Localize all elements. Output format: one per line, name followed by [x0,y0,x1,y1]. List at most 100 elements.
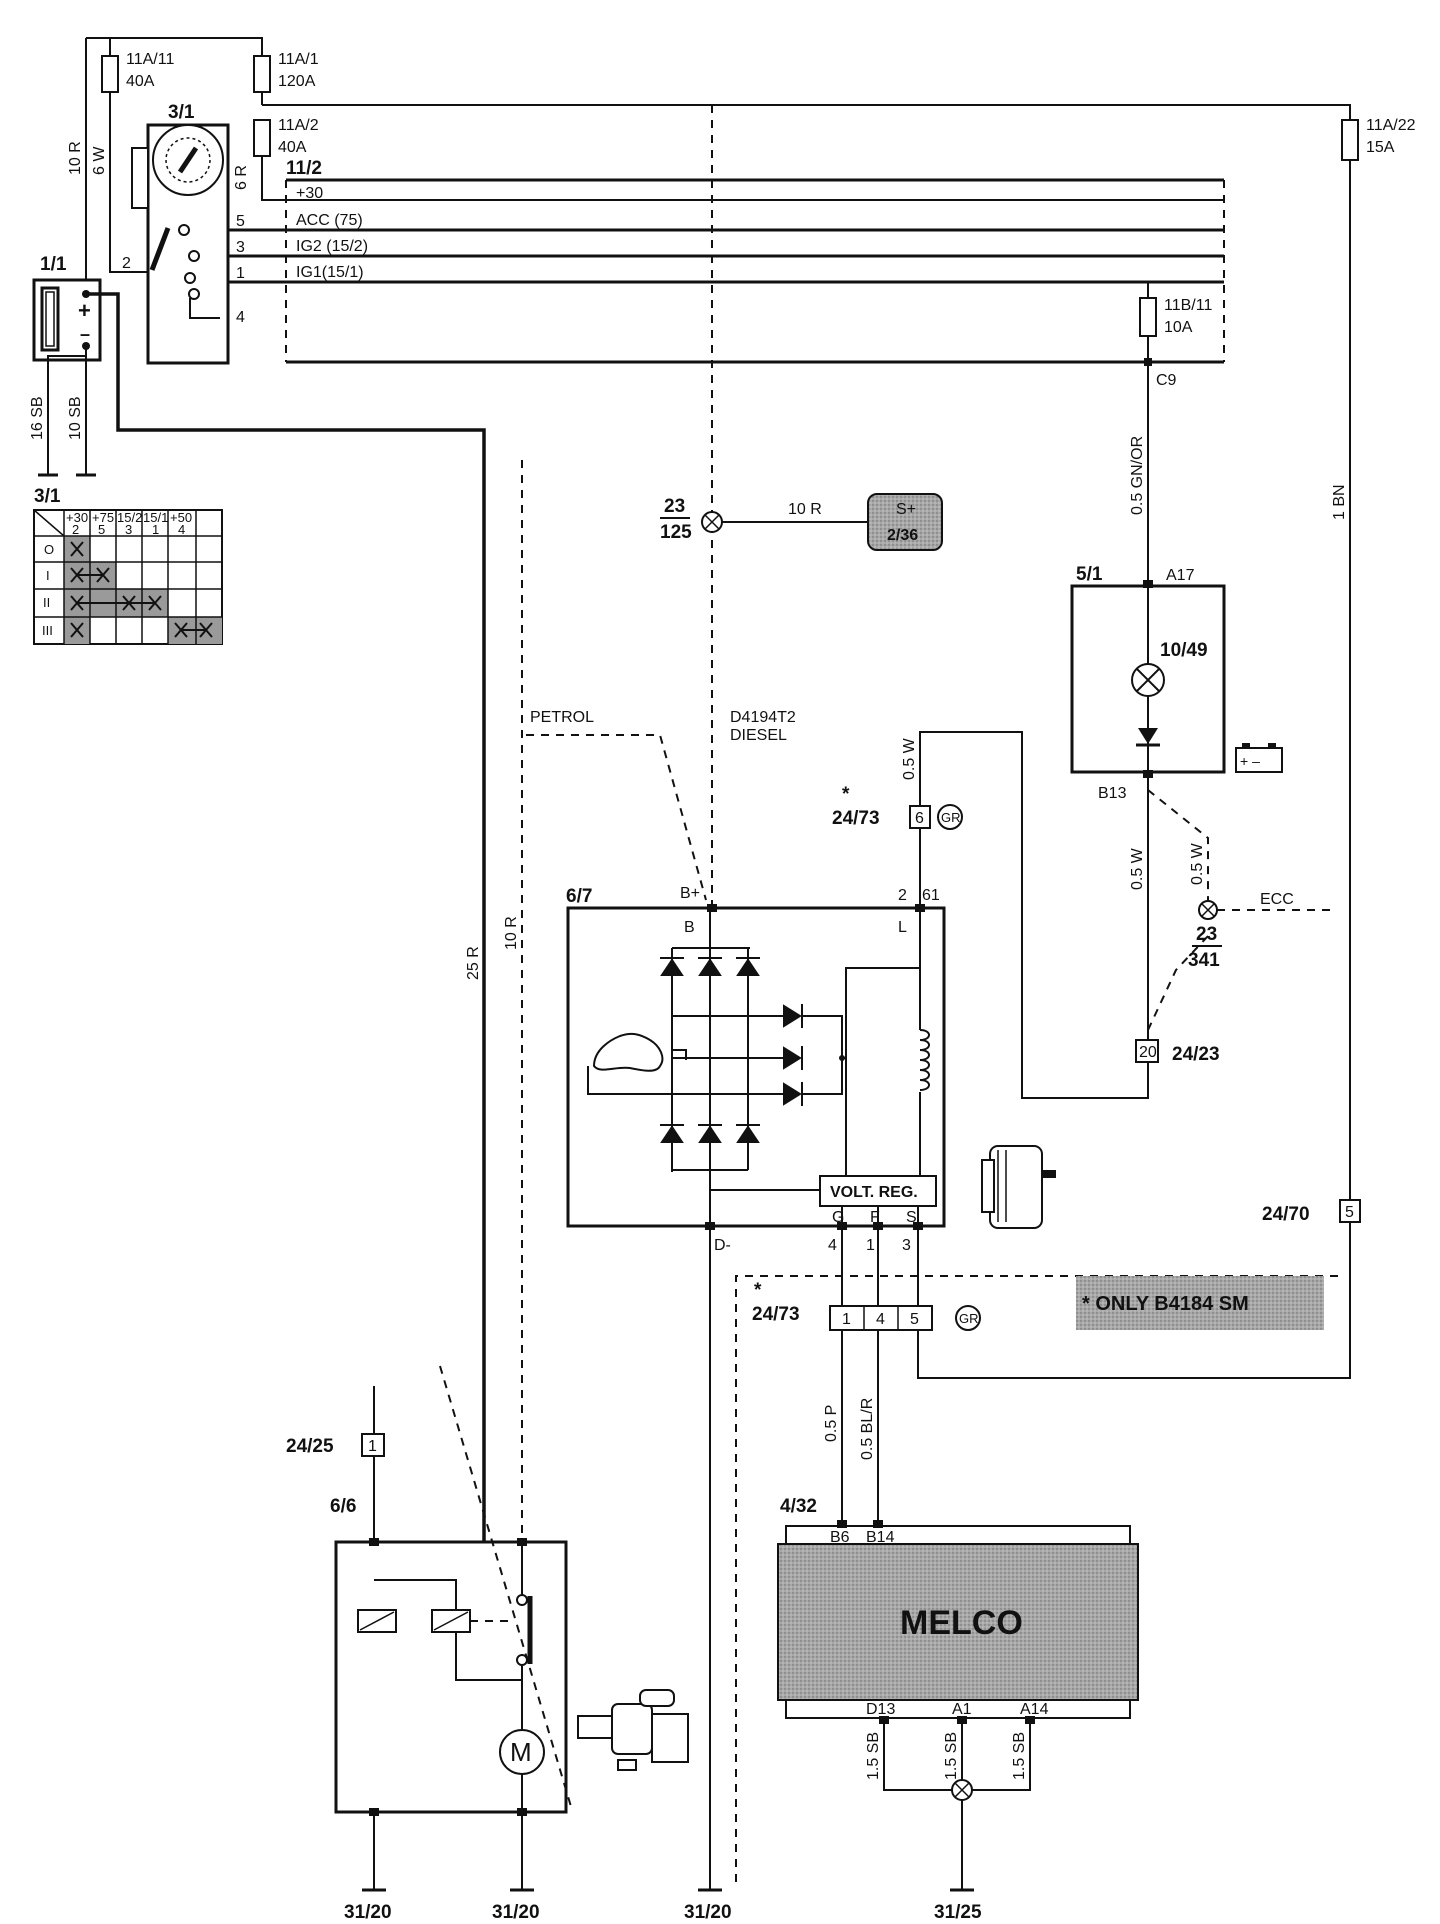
starter-pictogram [577,1689,689,1771]
connector-2473-bot-pin-4: 4 [876,1311,885,1328]
connector-2473-top-id: 24/73 [832,808,880,829]
connector-2473-bot-pin-5: 5 [910,1311,919,1328]
ignition-switch: 3/1 2 5 3 1 4 [122,102,245,365]
wire-10r-splice: 10 R [788,501,822,518]
connector-2473-top: 0.5 W * 24/73 6 GR [832,737,963,908]
instrument-id: 5/1 [1076,564,1103,585]
ecc-label: ECC [1260,891,1294,908]
wire-6w: 6 W [91,146,108,175]
fuse-11a1-id: 11A/1 [278,51,319,68]
switch-pin-1: 1 [236,265,245,282]
fuse-11a22-id: 11A/22 [1366,117,1416,134]
wire-05w-l: 0.5 W [901,737,918,780]
table-row-iii: III [42,623,53,638]
engine-variant-labels: PETROL D4194T2 DIESEL [526,709,796,901]
wire-10r-left: 10 R [67,141,84,175]
fuse-11a11-rating: 40A [126,73,155,90]
battery-plus: + [78,298,91,323]
voltage-regulator-label: VOLT. REG. [830,1184,918,1201]
table-h-152: 15/2 [117,510,142,525]
fuse-11b11-id: 11B/11 [1164,297,1212,314]
connector-2425-id: 24/25 [286,1436,334,1457]
wire-1bn: 1 BN [1331,484,1348,520]
fuse-11a2-rating: 40A [278,139,307,156]
remote-236-bottom: 2/36 [887,527,918,544]
fuse-11a22: 11A/22 15A [1341,117,1416,161]
connector-2473-top-pin: 6 [915,810,924,827]
remote-236-top: S+ [896,501,916,518]
splice-341-num: 23 [1196,924,1217,945]
alternator: 6/7 B+ B 2 61 L [566,885,946,1254]
instrument-pin-a17: A17 [1166,567,1195,584]
connector-2473-bot-mark: * [754,1280,762,1301]
alternator-term-bplus: B+ [680,885,700,902]
ground-ecu: 31/25 [934,1902,982,1923]
ecu-melco: 4/32 B6 B14 MELCO D13 A1 A14 1.5 SB 1.5 … [777,1496,1139,1923]
connector-2470-pin: 5 [1345,1204,1354,1221]
splice-125-num: 23 [664,496,685,517]
connector-2423-pin: 20 [1139,1044,1157,1061]
starter-motor-label: M [510,1737,532,1767]
ecu-id: 4/32 [780,1496,817,1517]
table-h-30: +30 [66,510,88,525]
petrol-label: PETROL [530,709,594,726]
connector-2473-top-color: GR [941,810,961,825]
reg-pin-f: F [870,1209,880,1226]
ecu-pin-b6: B6 [830,1529,850,1546]
ignition-table: 3/1 +30 2 +75 5 15/2 3 15/1 1 +50 4 [33,486,223,645]
connector-c9: C9 [1156,372,1177,389]
fuse-11a11: 11A/11 40A [101,51,174,93]
alternator-pin-61: 61 [922,887,940,904]
table-h-30-pin: 2 [72,522,79,537]
connector-2473-top-mark: * [842,784,850,805]
fuse-11a2: 11A/2 40A [253,117,319,157]
center-bplus-feed: 10 R 23 125 S+ 2/36 [660,105,943,905]
switch-pin-2: 2 [122,255,131,272]
battery-id: 1/1 [40,254,67,275]
ignition-table-id: 3/1 [34,486,61,507]
wire-05w-b13: 0.5 W [1129,847,1146,890]
connector-2473-bot-pin-1: 1 [842,1311,851,1328]
wire-10r-starter: 10 R [503,916,520,950]
wire-05blr: 0.5 BL/R [859,1398,876,1460]
table-h-75-pin: 5 [98,522,105,537]
wire-25r: 25 R [465,946,482,980]
table-h-75: +75 [92,510,114,525]
switch-pin-5: 5 [236,213,245,230]
reg-pin-g: G [832,1209,844,1226]
fuse-11b11-rating: 10A [1164,319,1193,336]
top-feed-wiring [85,37,1351,1200]
table-h-50: +50 [170,510,192,525]
alternator-pictogram [981,1145,1056,1229]
rail-ig2: IG2 (15/2) [296,238,368,255]
diesel-label: DIESEL [730,727,787,744]
splice-125-den: 125 [660,522,692,543]
starter: 1 24/25 6/6 M 31/20 31/20 10 R 25 R [286,460,573,1923]
note-only-b4184: * ONLY B4184 SM [1082,1293,1249,1315]
instrument-lamp-id: 10/49 [1160,640,1208,661]
diesel-code-label: D4194T2 [730,709,796,726]
ecu-pin-b14: B14 [866,1529,895,1546]
table-row-o: O [44,542,54,557]
instrument-pin-b13: B13 [1098,785,1127,802]
connector-2473-bot-color: GR [959,1311,979,1326]
fuse-11a11-id: 11A/11 [126,51,174,68]
ecu-pin-a1: A1 [952,1701,972,1718]
switch-pin-4: 4 [236,309,245,326]
battery-minus: – [80,324,90,344]
reg-pin-s: S [906,1209,917,1226]
reg-num-1: 1 [866,1237,875,1254]
connector-2473-bot-id: 24/73 [752,1304,800,1325]
fuse-11a1-rating: 120A [278,73,316,90]
wire-6r: 6 R [233,165,250,190]
ecu-name: MELCO [900,1604,1023,1642]
fuse-11a22-rating: 15A [1366,139,1395,156]
table-h-50-pin: 4 [178,522,185,537]
wire-15sb-a1: 1.5 SB [943,1732,960,1780]
ground-starter-right: 31/20 [492,1902,540,1923]
table-h-151: 15/1 [143,510,168,525]
table-h-151-pin: 1 [152,522,159,537]
splice-341-den: 341 [1188,950,1220,971]
reg-num-4: 4 [828,1237,837,1254]
